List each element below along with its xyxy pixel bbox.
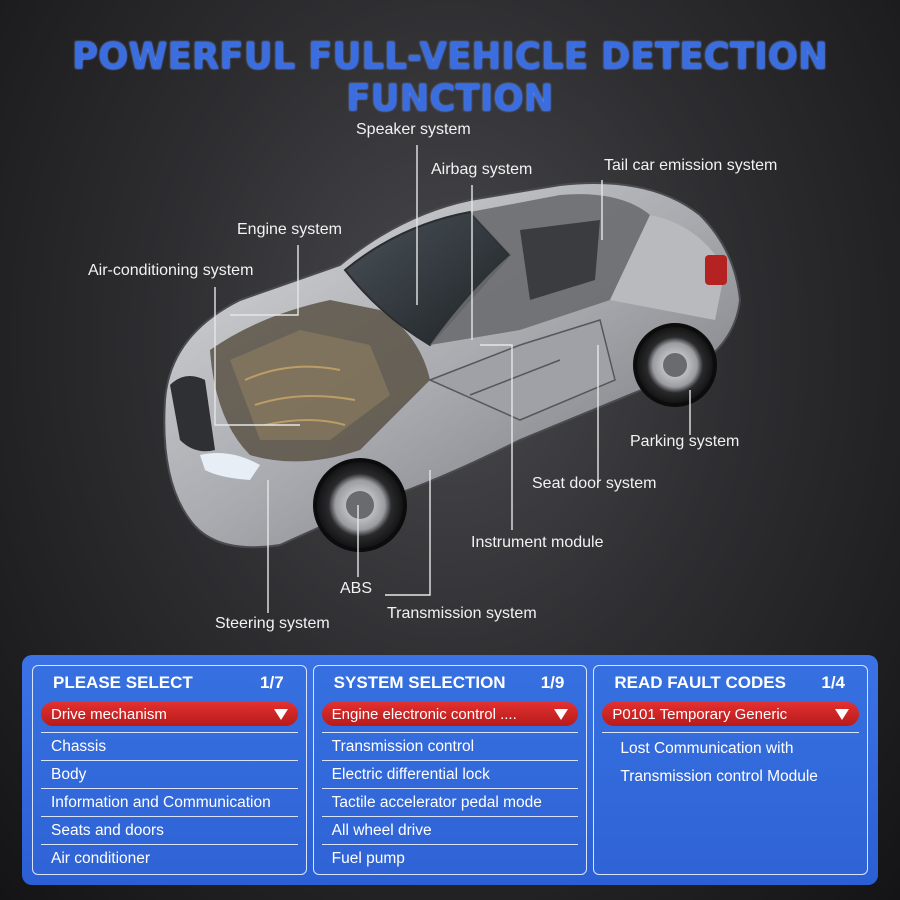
diagnostic-panels: PLEASE SELECT 1/7 Drive mechanism Chassi… [22, 655, 878, 885]
option-transmission-control[interactable]: Transmission control [321, 732, 579, 760]
fault-line: Transmission control Module [620, 768, 818, 785]
panel-please-select: PLEASE SELECT 1/7 Drive mechanism Chassi… [32, 665, 307, 875]
triangle-down-icon [554, 708, 569, 720]
callout-air-conditioning-system: Air-conditioning system [88, 262, 254, 279]
callout-speaker-system: Speaker system [356, 121, 471, 138]
car-illustration [163, 145, 742, 613]
engine-control-dropdown[interactable]: Engine electronic control .... [321, 702, 579, 726]
callout-seat-door-system: Seat door system [532, 475, 657, 492]
option-air-conditioner[interactable]: Air conditioner [41, 844, 298, 872]
option-electric-differential-lock[interactable]: Electric differential lock [321, 760, 579, 788]
triangle-down-icon [835, 708, 850, 720]
fault-description: Lost Communication with Transmission con… [602, 732, 860, 791]
dropdown-value: Drive mechanism [51, 705, 167, 723]
fault-code-dropdown[interactable]: P0101 Temporary Generic [602, 702, 860, 726]
option-seats-doors[interactable]: Seats and doors [41, 816, 298, 844]
callout-abs: ABS [340, 580, 373, 597]
option-information-communication[interactable]: Information and Communication [41, 788, 298, 816]
callout-tail-emission-system: Tail car emission system [604, 157, 778, 174]
page-headline: POWERFUL FULL-VEHICLE DETECTION FUNCTION [72, 36, 828, 120]
panel-title: PLEASE SELECT [53, 673, 193, 692]
callout-airbag-system: Airbag system [431, 161, 533, 178]
panel-title: SYSTEM SELECTION [333, 673, 506, 692]
panel-system-selection: SYSTEM SELECTION 1/9 Engine electronic c… [312, 665, 588, 875]
option-fuel-pump[interactable]: Fuel pump [321, 844, 579, 872]
panel-header: READ FAULT CODES 1/4 [602, 666, 859, 700]
fault-line: Lost Communication with [620, 740, 794, 757]
callout-transmission-system: Transmission system [387, 605, 537, 622]
panel-title: READ FAULT CODES [614, 673, 786, 692]
callout-instrument-module: Instrument module [471, 534, 604, 551]
panel-header: SYSTEM SELECTION 1/9 [322, 666, 579, 700]
panel-header: PLEASE SELECT 1/7 [41, 666, 298, 700]
option-all-wheel-drive[interactable]: All wheel drive [321, 816, 579, 844]
triangle-down-icon [273, 708, 288, 720]
drive-mechanism-dropdown[interactable]: Drive mechanism [41, 702, 298, 726]
option-body[interactable]: Body [41, 760, 298, 788]
callout-engine-system: Engine system [237, 221, 342, 238]
callout-parking-system: Parking system [630, 433, 740, 450]
dropdown-value: P0101 Temporary Generic [612, 705, 788, 723]
panel-page-counter: 1/9 [540, 673, 565, 692]
panel-page-counter: 1/4 [821, 673, 846, 692]
panel-read-fault-codes: READ FAULT CODES 1/4 P0101 Temporary Gen… [593, 665, 869, 875]
panel-page-counter: 1/7 [260, 673, 284, 692]
leader-lines [214, 145, 691, 613]
callout-steering-system: Steering system [215, 615, 330, 632]
option-tactile-accelerator[interactable]: Tactile accelerator pedal mode [321, 788, 579, 816]
dropdown-value: Engine electronic control .... [331, 705, 517, 723]
option-chassis[interactable]: Chassis [41, 732, 298, 760]
